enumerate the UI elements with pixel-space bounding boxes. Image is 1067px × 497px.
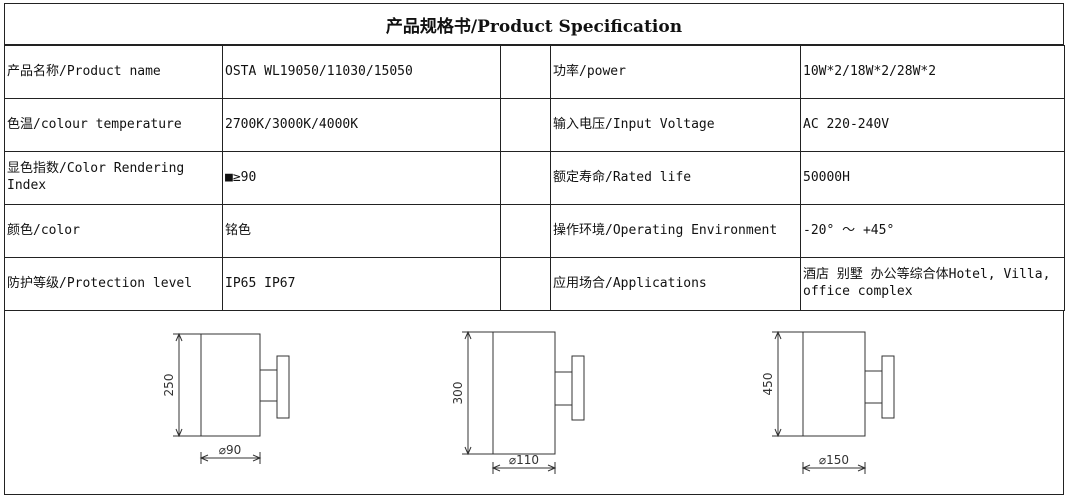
spec-value: IP65 IP67 — [222, 257, 501, 311]
spec-value: 50000H — [800, 151, 1065, 205]
spec-value: -20° ～ +45° — [800, 204, 1065, 258]
spec-value: OSTA WL19050/11030/15050 — [222, 45, 501, 99]
spec-label: 显色指数/Color Rendering Index — [4, 151, 223, 205]
fixture-body — [492, 331, 556, 455]
page-title: 产品规格书/Product Specification — [4, 3, 1064, 45]
diameter-label: ⌀110 — [509, 453, 539, 467]
fixture-plate — [571, 355, 585, 421]
spec-label: 颜色/color — [4, 204, 223, 258]
fixture-body — [802, 331, 866, 437]
empty-cell — [500, 151, 551, 205]
spec-value: ■≥90 — [222, 151, 501, 205]
spec-label: 操作环境/Operating Environment — [550, 204, 801, 258]
diameter-label: ⌀90 — [219, 443, 242, 457]
empty-cell — [500, 45, 551, 99]
fixture-plate — [881, 355, 895, 419]
diameter-label: ⌀150 — [819, 453, 849, 467]
fixture-mount — [554, 371, 573, 406]
table-row: 防护等级/Protection level IP65 IP67 应用场合/App… — [4, 257, 1065, 311]
fixture-body — [200, 333, 261, 437]
table-row: 色温/colour temperature 2700K/3000K/4000K … — [4, 98, 1065, 152]
spec-label: 色温/colour temperature — [4, 98, 223, 152]
spec-label: 额定寿命/Rated life — [550, 151, 801, 205]
spec-label: 产品名称/Product name — [4, 45, 223, 99]
fixture-drawing-2 — [462, 330, 585, 474]
height-label: 300 — [451, 382, 465, 405]
fixture-mount — [259, 369, 278, 402]
spec-label: 防护等级/Protection level — [4, 257, 223, 311]
spec-value: 10W*2/18W*2/28W*2 — [800, 45, 1065, 99]
fixture-drawing-1 — [173, 332, 290, 464]
table-row: 显色指数/Color Rendering Index ■≥90 额定寿命/Rat… — [4, 151, 1065, 205]
spec-value: 酒店 别墅 办公等综合体Hotel, Villa, office complex — [800, 257, 1065, 311]
spec-label: 功率/power — [550, 45, 801, 99]
dimension-drawings: 250 ⌀90 300 ⌀110 450 ⌀150 — [4, 310, 1064, 495]
fixture-mount — [864, 370, 883, 404]
empty-cell — [500, 204, 551, 258]
table-row: 产品名称/Product name OSTA WL19050/11030/150… — [4, 45, 1065, 99]
spec-table: 产品名称/Product name OSTA WL19050/11030/150… — [4, 45, 1065, 311]
spec-label: 输入电压/Input Voltage — [550, 98, 801, 152]
spec-value: AC 220-240V — [800, 98, 1065, 152]
drawings-svg: 250 ⌀90 300 ⌀110 450 ⌀150 — [162, 330, 895, 474]
height-label: 450 — [761, 373, 775, 396]
spec-value: 铭色 — [222, 204, 501, 258]
spec-value: 2700K/3000K/4000K — [222, 98, 501, 152]
fixture-plate — [276, 355, 290, 419]
empty-cell — [500, 98, 551, 152]
table-row: 颜色/color 铭色 操作环境/Operating Environment -… — [4, 204, 1065, 258]
height-label: 250 — [162, 374, 176, 397]
spec-label: 应用场合/Applications — [550, 257, 801, 311]
fixture-drawing-3 — [772, 330, 895, 474]
empty-cell — [500, 257, 551, 311]
